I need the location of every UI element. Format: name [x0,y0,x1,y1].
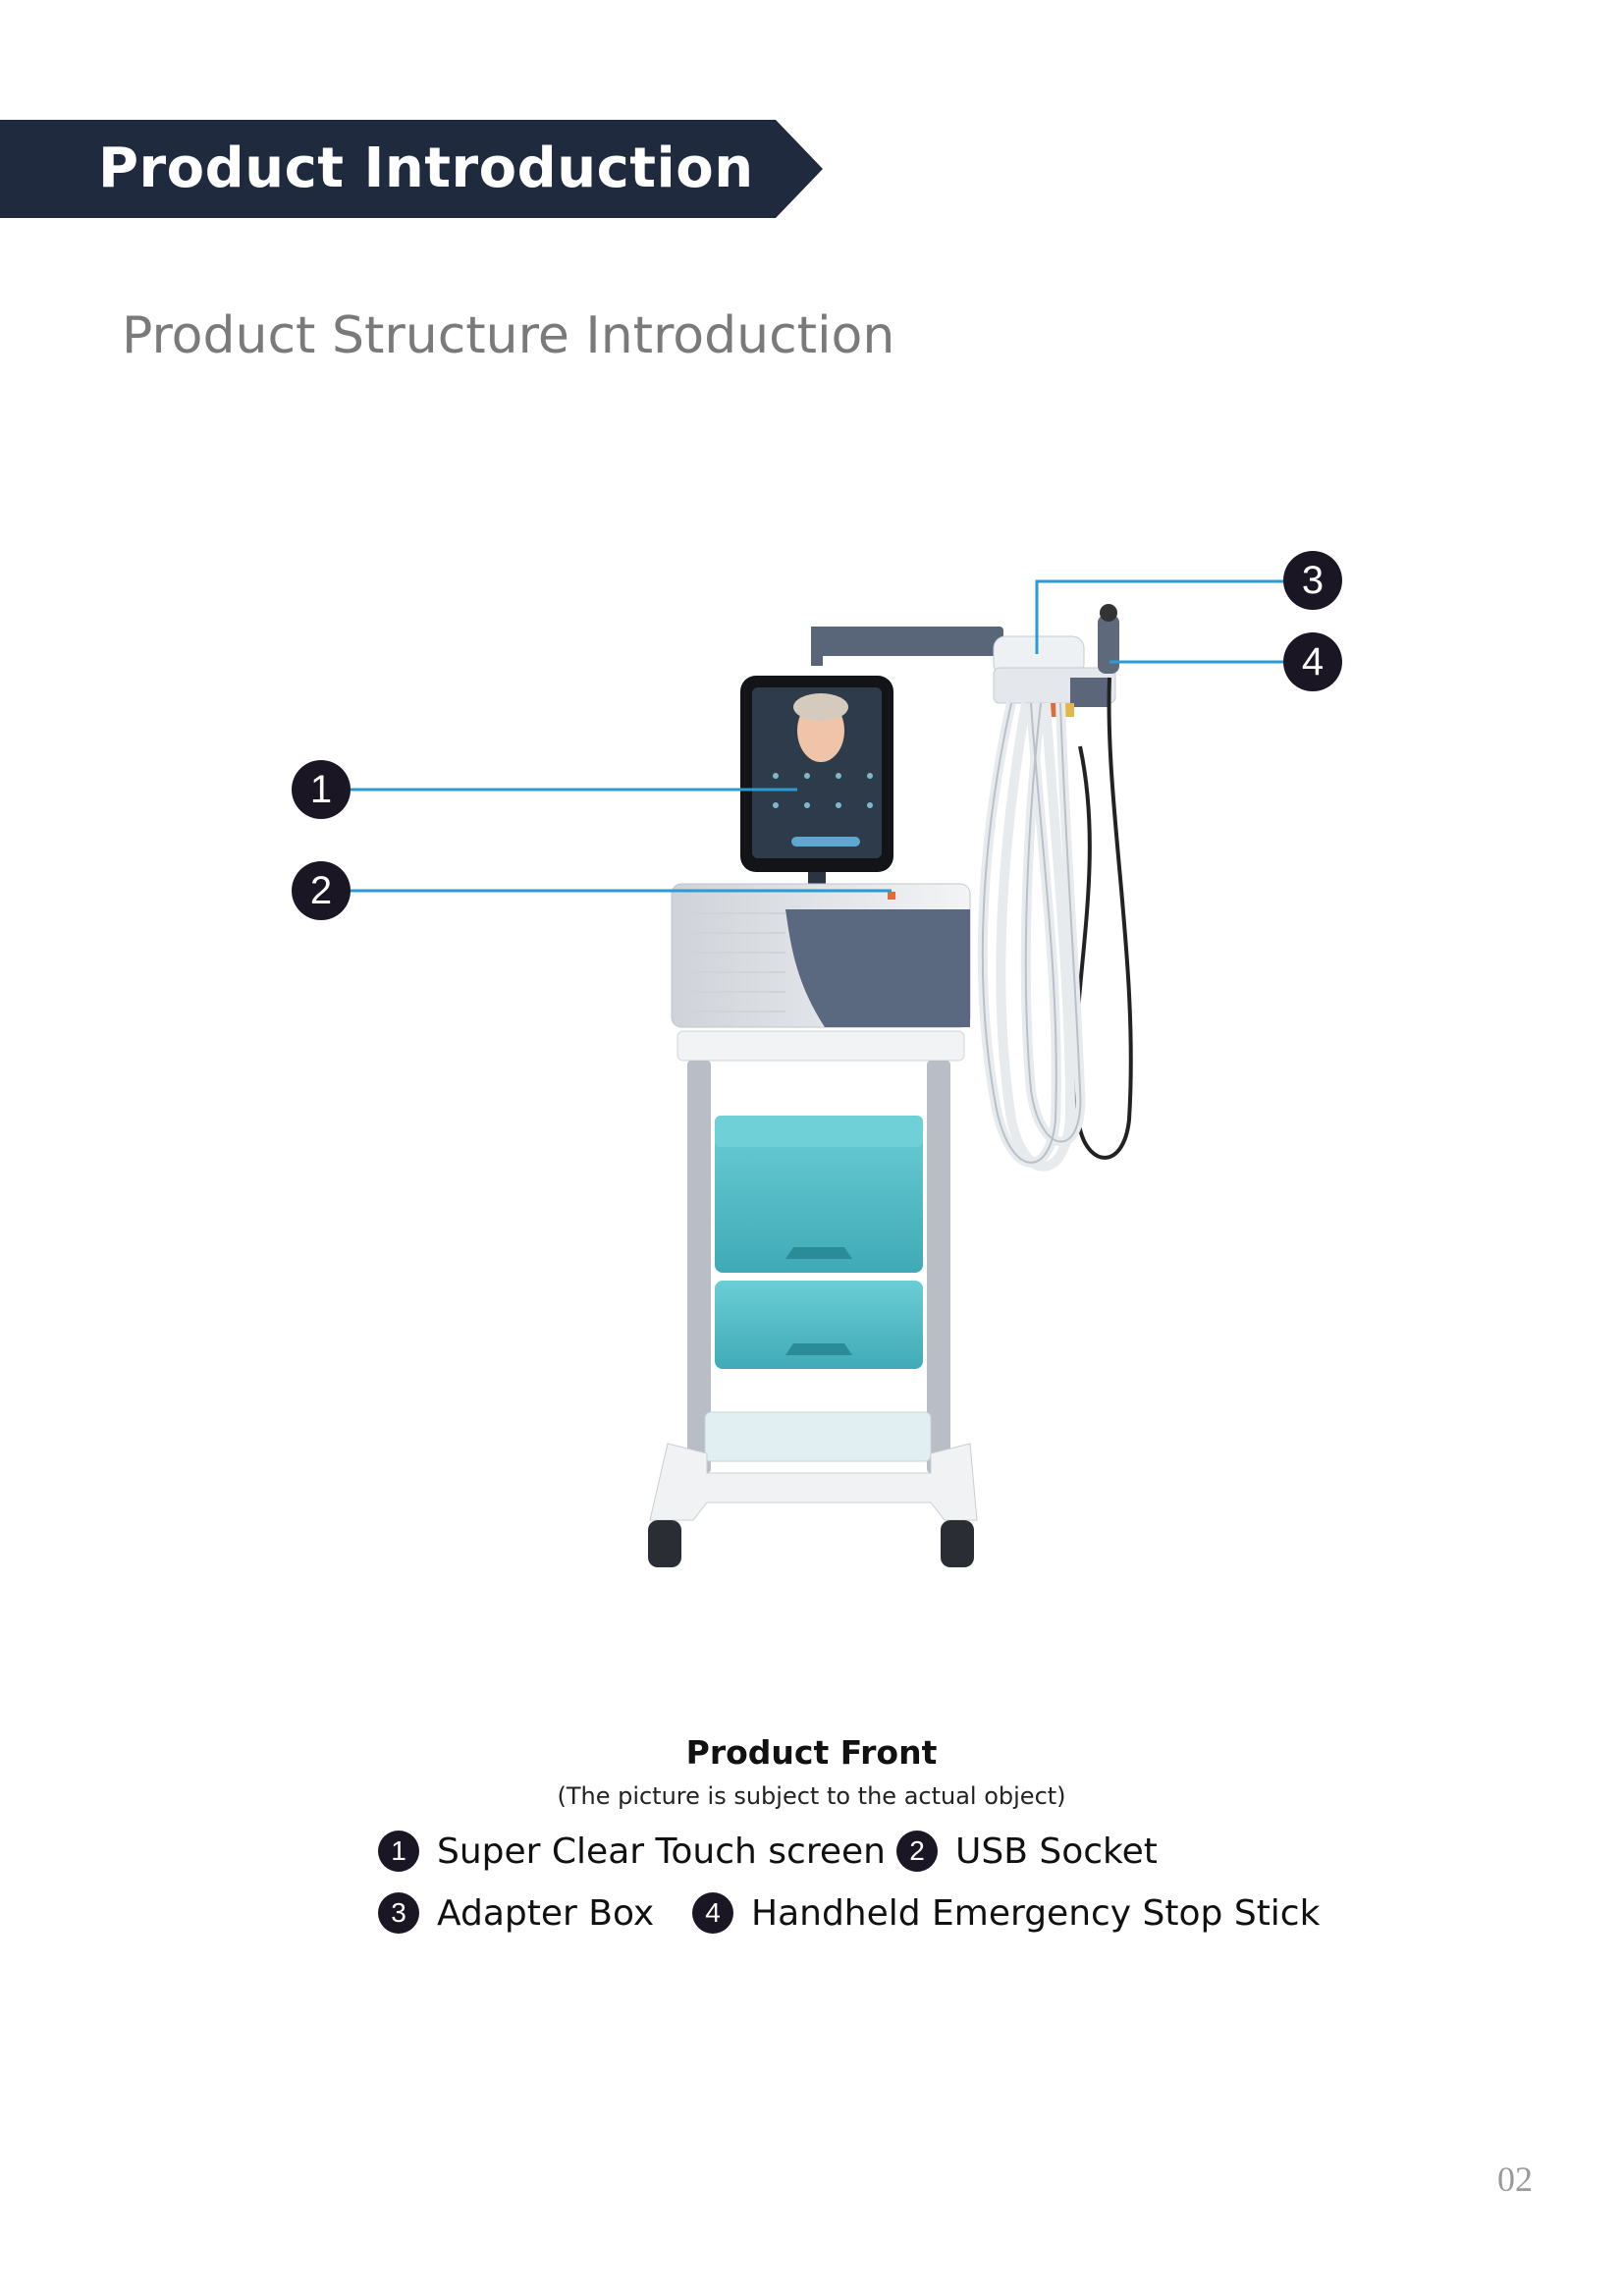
section-banner: Product Introduction [0,120,823,218]
legend-number: 1 [378,1831,419,1872]
legend-item-1: 1 Super Clear Touch screen [378,1831,886,1872]
legend-label: Super Clear Touch screen [437,1831,886,1872]
legend-number: 2 [896,1831,938,1872]
support-arm [811,627,1003,666]
legend-label: Adapter Box [437,1892,655,1934]
legend-label: USB Socket [955,1831,1158,1872]
legend-number: 3 [378,1892,419,1934]
adapter-box [993,635,1116,717]
trolley-wheels [648,1520,974,1567]
trolley-base [649,1411,978,1521]
product-illustration [351,579,1283,1567]
storage-drawers [715,1116,923,1369]
touch-screen [740,676,893,894]
page-number: 02 [1497,2159,1533,2199]
legend-label: Handheld Emergency Stop Stick [751,1892,1321,1934]
callout-lines [351,579,1283,893]
legend-item-4: 4 Handheld Emergency Stop Stick [692,1892,1320,1934]
legend-item-3: 3 Adapter Box [378,1892,654,1934]
section-title: Product Structure Introduction [122,306,895,365]
caption-title: Product Front [685,1733,938,1772]
callout-4: 4 [1283,632,1342,691]
caption-note: (The picture is subject to the actual ob… [557,1782,1066,1810]
callout-3: 3 [1283,551,1342,610]
legend-item-2: 2 USB Socket [896,1831,1158,1872]
callout-1: 1 [292,760,351,819]
top-tray [676,1030,965,1062]
main-unit [671,883,971,1028]
handheld-stop-stick [1073,604,1133,1160]
banner-title: Product Introduction [98,137,754,200]
legend-number: 4 [692,1892,733,1934]
trolley-poles [687,1061,950,1473]
callout-2: 2 [292,861,351,920]
